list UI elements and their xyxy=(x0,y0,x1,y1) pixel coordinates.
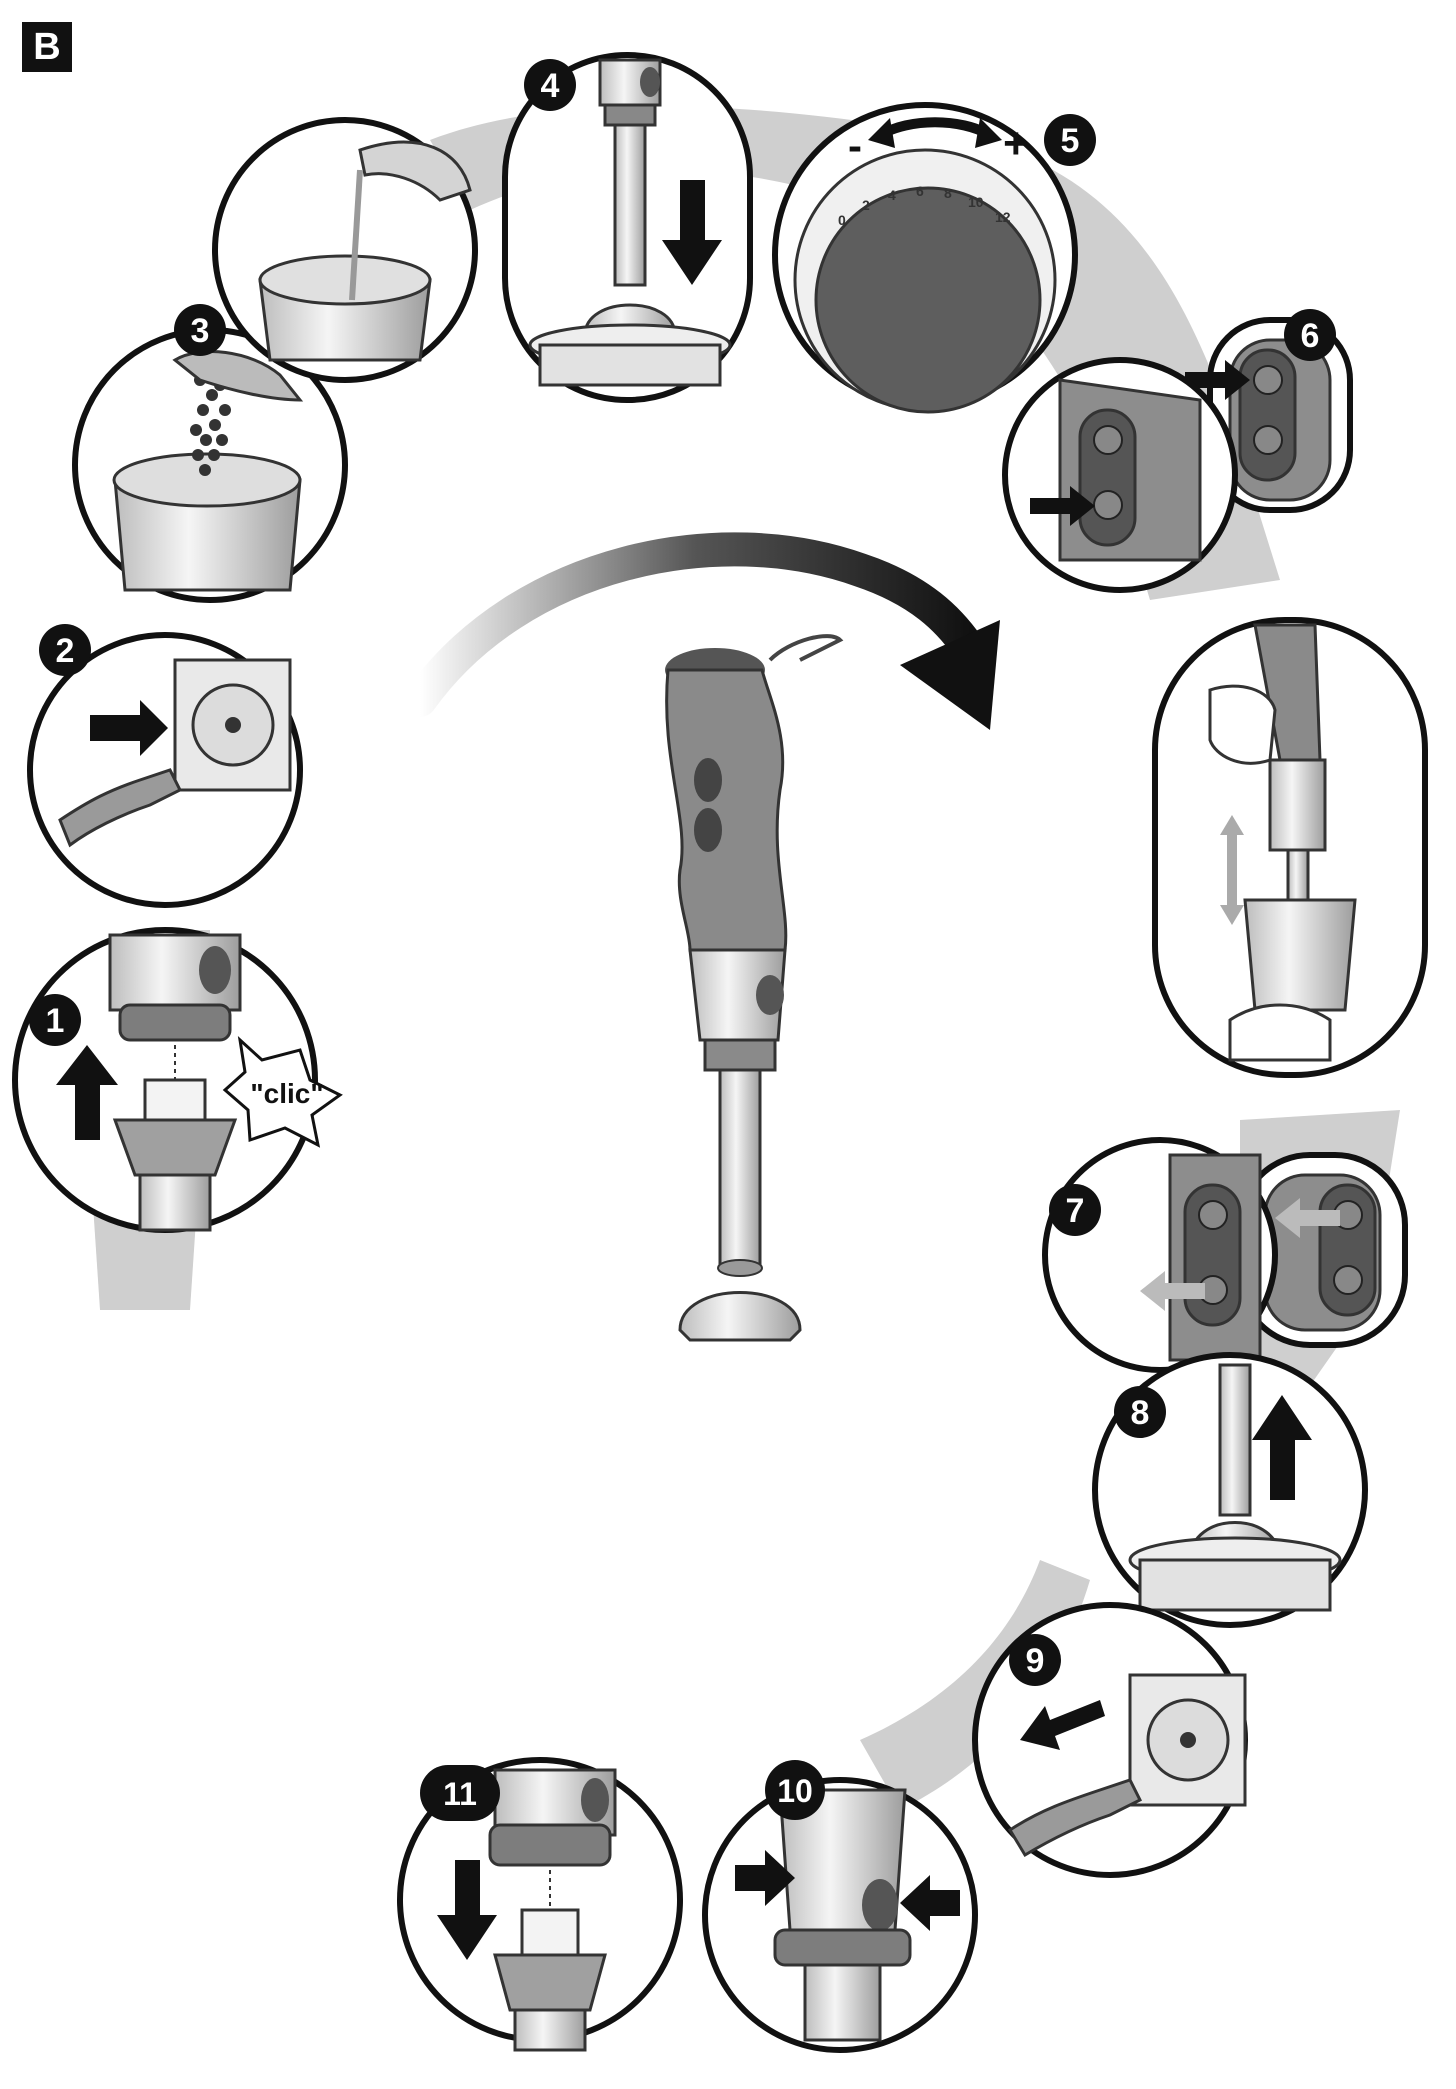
step-5-badge xyxy=(1044,114,1096,166)
step-6-panel: 6 xyxy=(1002,309,1353,593)
step-6-blending-panel xyxy=(1152,617,1428,1078)
step-1-panel: 1 "clic" xyxy=(12,927,343,1233)
step-2-number: 2 xyxy=(56,632,75,670)
dial-mark-10: 10 xyxy=(968,194,984,210)
dial-mark-8: 8 xyxy=(944,185,952,201)
step-11-badge xyxy=(420,1765,500,1821)
step-10-badge xyxy=(765,1760,825,1820)
step-6-number: 6 xyxy=(1301,317,1320,355)
step-9-number: 9 xyxy=(1026,1642,1045,1680)
dial-mark-12: 12 xyxy=(995,209,1011,225)
step-10-panel: 10 xyxy=(702,1760,978,2053)
hand-blender-illustration xyxy=(665,634,844,1342)
step-5-number: 5 xyxy=(1061,122,1080,160)
step-10-number: 10 xyxy=(777,1773,813,1809)
step-3-panel: 3 xyxy=(72,304,348,603)
step-9-panel: 9 xyxy=(972,1602,1248,1878)
step-9-badge xyxy=(1009,1634,1061,1686)
step-3-pour-panel xyxy=(212,117,478,383)
dial-plus-label: + xyxy=(1003,119,1029,168)
dial-mark-0: 0 xyxy=(838,212,846,228)
step-8-badge xyxy=(1114,1386,1166,1438)
dial-mark-2: 2 xyxy=(862,197,870,213)
step-1-number: 1 xyxy=(46,1002,65,1040)
step-6-badge xyxy=(1284,309,1336,361)
dial-mark-6: 6 xyxy=(916,183,924,199)
step-5-panel: 0 2 4 6 8 10 12 - + 5 xyxy=(772,102,1096,414)
step-7-number: 7 xyxy=(1066,1192,1085,1230)
step-2-panel: 2 xyxy=(27,624,303,908)
rotation-arrow xyxy=(403,532,1000,730)
step-3-number: 3 xyxy=(191,312,210,350)
step-11-number: 11 xyxy=(443,1776,477,1812)
step-7-panel: 7 xyxy=(1042,1137,1408,1373)
step-11-panel: 11 xyxy=(397,1757,683,2052)
section-label: B xyxy=(22,22,72,72)
step-4-number: 4 xyxy=(541,67,560,105)
step-1-badge xyxy=(29,994,81,1046)
step-2-badge xyxy=(39,624,91,676)
step-4-badge xyxy=(524,59,576,111)
step-4-panel: 4 xyxy=(502,52,753,403)
step-8-number: 8 xyxy=(1131,1394,1150,1432)
step-8-panel: 8 xyxy=(1092,1352,1368,1628)
dial-minus-label: - xyxy=(848,122,862,169)
step-3-badge xyxy=(174,304,226,356)
step-7-badge xyxy=(1049,1184,1101,1236)
step-1-sound-caption: "clic" xyxy=(250,1078,323,1109)
dial-mark-4: 4 xyxy=(888,187,896,203)
